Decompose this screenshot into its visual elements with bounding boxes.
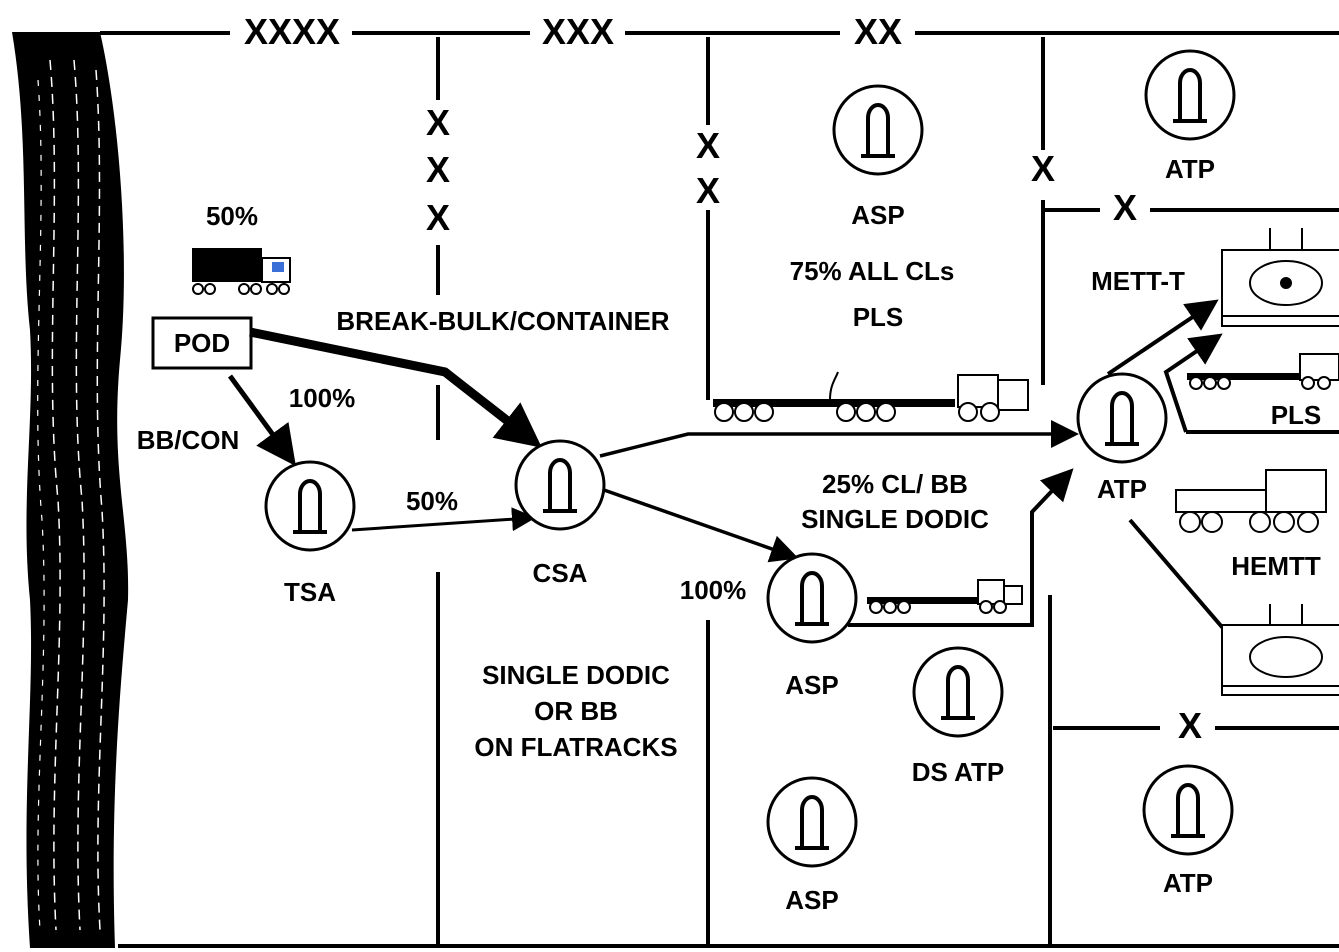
ds-atp-ammo-point-icon xyxy=(912,646,1004,738)
asp-to-atp-arrow xyxy=(848,468,1074,627)
brigade-boundary-marker: X xyxy=(1031,148,1055,189)
atp-bottom-ammo-point-icon xyxy=(1142,764,1234,856)
asp-mid-ammo-point-icon xyxy=(766,552,858,644)
boundary-lines xyxy=(100,31,1339,948)
hemtt-truck-icon xyxy=(1175,469,1327,533)
pls-return-arrow xyxy=(1163,333,1223,433)
echelon-x-mark-2: X xyxy=(426,149,450,190)
pls-right-label: PLS xyxy=(1271,400,1322,430)
brigade-boundary-x-bottom: X xyxy=(1178,705,1202,746)
atp-mid-ammo-point-icon xyxy=(1076,372,1168,464)
echelon-x-mark-4: X xyxy=(696,125,720,166)
break-bulk-label: BREAK-BULK/CONTAINER xyxy=(336,306,669,336)
hemtt-label: HEMTT xyxy=(1231,551,1321,581)
csa-to-asp-arrow xyxy=(603,488,799,563)
truck-icon xyxy=(192,248,291,295)
tsa-ammo-point-icon xyxy=(264,460,356,552)
asp-top-ammo-point-icon xyxy=(832,84,924,176)
csa-label: CSA xyxy=(533,558,588,588)
pls-top-label: PLS xyxy=(853,302,904,332)
tsa-to-csa-arrow xyxy=(351,507,536,532)
atp-top-label: ATP xyxy=(1165,154,1215,184)
echelon-xxx-label: XXX xyxy=(542,11,614,52)
percent-25-line-1: 25% CL/ BB xyxy=(822,469,968,499)
asp-top-label: ASP xyxy=(851,200,904,230)
single-dodic-line-2: OR BB xyxy=(534,696,618,726)
corps-boundary-marker: X X X xyxy=(426,102,450,238)
pls-truck-right-icon xyxy=(1187,353,1339,390)
pod-to-tsa-arrow xyxy=(227,374,296,467)
unit-box-bottom-icon xyxy=(1221,604,1339,696)
atp-to-mett-arrow xyxy=(1106,299,1219,376)
csa-to-asp-percent: 100% xyxy=(680,575,747,605)
asp-bottom-label: ASP xyxy=(785,885,838,915)
percent-25-line-2: SINGLE DODIC xyxy=(801,504,989,534)
atp-mid-label: ATP xyxy=(1097,474,1147,504)
atp-bottom-label: ATP xyxy=(1163,868,1213,898)
echelon-x-mark-3: X xyxy=(426,197,450,238)
bb-con-label: BB/CON xyxy=(137,425,240,455)
echelon-xxxx-label: XXXX xyxy=(244,11,340,52)
pls-truck-small-icon xyxy=(867,579,1023,614)
asp-bottom-ammo-point-icon xyxy=(766,776,858,868)
pod-to-csa-arrow xyxy=(249,327,542,448)
brigade-boundary-x-top: X xyxy=(1113,187,1137,228)
atp-top-ammo-point-icon xyxy=(1144,49,1236,141)
single-dodic-line-3: ON FLATRACKS xyxy=(474,732,677,762)
csa-ammo-point-icon xyxy=(514,439,606,531)
echelon-xx-label: XX xyxy=(854,11,902,52)
tsa-to-csa-percent: 50% xyxy=(406,486,458,516)
csa-to-atp-arrow xyxy=(599,420,1079,458)
single-dodic-line-1: SINGLE DODIC xyxy=(482,660,670,690)
pod-to-tsa-percent: 100% xyxy=(289,383,356,413)
division-boundary-marker: X X xyxy=(696,125,720,211)
truck-percent-label: 50% xyxy=(206,201,258,231)
coastline xyxy=(12,32,129,948)
mett-t-label: METT-T xyxy=(1091,266,1185,296)
percent-75-label: 75% ALL CLs xyxy=(790,256,955,286)
pod-label: POD xyxy=(174,328,230,358)
ds-atp-label: DS ATP xyxy=(912,757,1004,787)
pls-truck-icon xyxy=(713,371,1029,422)
asp-mid-label: ASP xyxy=(785,670,838,700)
echelon-x-mark-5: X xyxy=(696,170,720,211)
pod-box xyxy=(151,316,253,370)
tsa-label: TSA xyxy=(284,577,336,607)
echelon-x-mark-1: X xyxy=(426,102,450,143)
unit-box-icon xyxy=(1221,228,1339,327)
